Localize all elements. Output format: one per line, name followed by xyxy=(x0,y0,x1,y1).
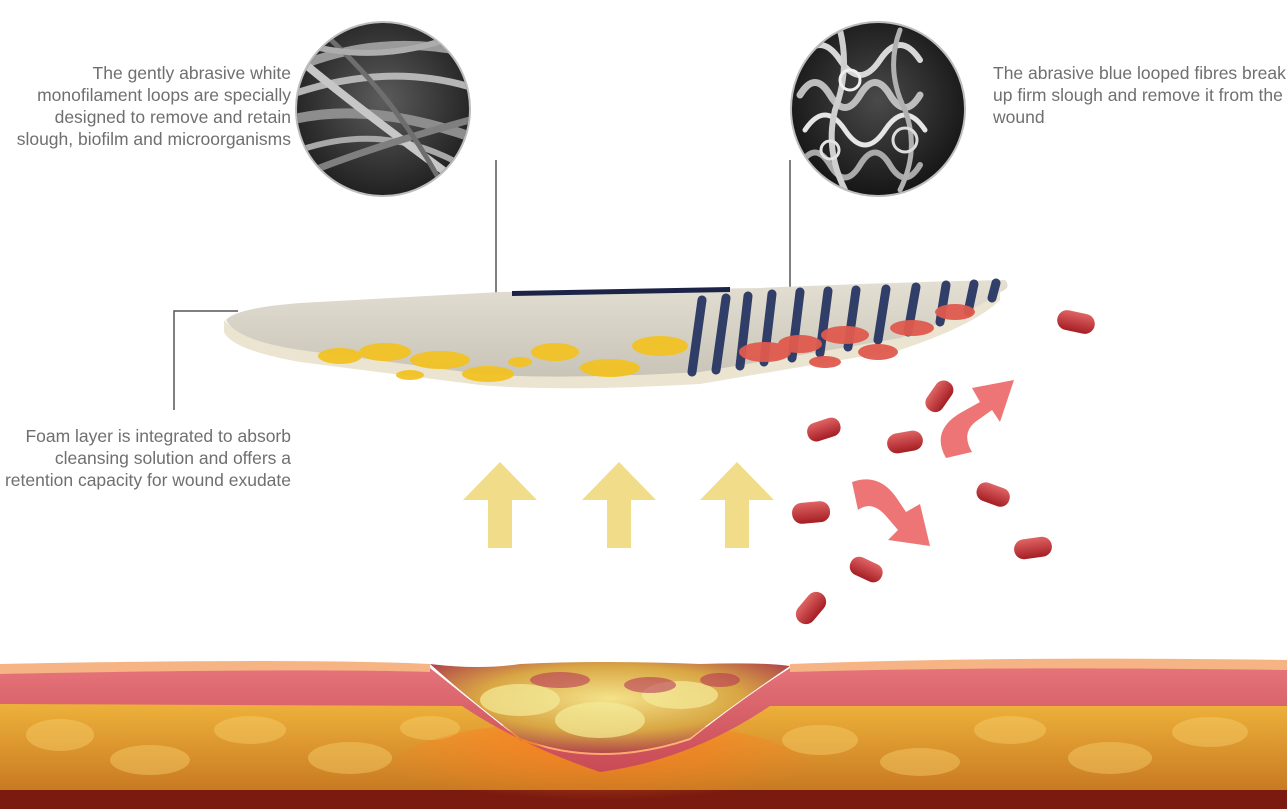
curved-arrow-icon xyxy=(852,479,930,546)
microscope-loops-icon xyxy=(791,22,965,196)
slough-particle-icon xyxy=(1013,535,1053,560)
arrow-up-icon xyxy=(463,462,537,548)
blue-fibres-annotation: The abrasive blue looped fibres break up… xyxy=(993,62,1287,128)
arrow-up-icon xyxy=(700,462,774,548)
arrow-up-icon xyxy=(582,462,656,548)
slough-particle-icon xyxy=(922,377,957,416)
slough-particle-icon xyxy=(886,429,925,455)
slough-particle-icon xyxy=(974,480,1012,509)
slough-particle-icon xyxy=(805,415,843,444)
slough-particle-icon xyxy=(1055,308,1096,335)
slough-particle-icon xyxy=(792,588,830,628)
monofilament-annotation: The gently abrasive white monofilament l… xyxy=(0,62,291,150)
skin-cross-section xyxy=(0,659,1287,809)
debridement-pad xyxy=(224,280,1008,388)
microscope-fibres-icon xyxy=(290,22,480,200)
foam-layer-annotation: Foam layer is integrated to absorb clean… xyxy=(0,425,291,491)
absorption-arrows xyxy=(463,462,774,548)
slough-particle-icon xyxy=(847,554,886,586)
slough-particle-icon xyxy=(791,500,831,524)
